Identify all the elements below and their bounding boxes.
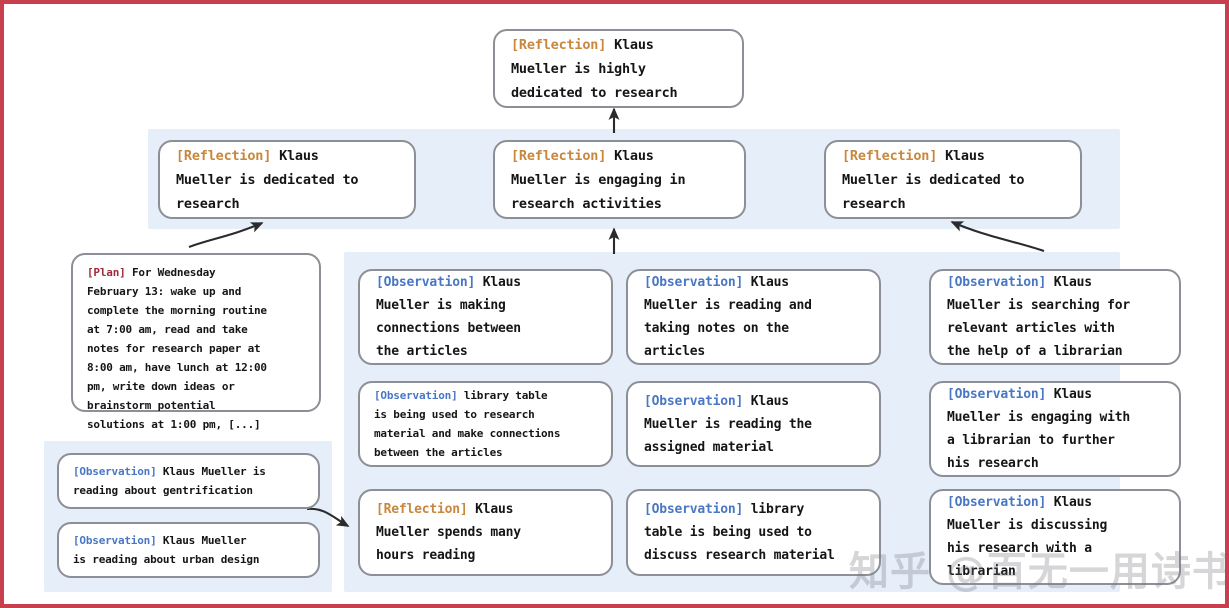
tag-reflection: [Reflection] <box>511 147 607 164</box>
node-body: Klaus Mueller is discussing his research… <box>947 495 1108 579</box>
node-body: Klaus Mueller is dedicated to research <box>176 147 359 212</box>
node-col4-observation-3[interactable]: [Observation] Klaus Mueller is discussin… <box>929 489 1181 585</box>
tag-observation: [Observation] <box>947 275 1047 290</box>
node-col4-observation-2[interactable]: [Observation] Klaus Mueller is engaging … <box>929 381 1181 477</box>
node-body: Klaus Mueller spends many hours reading <box>376 502 521 563</box>
node-mid-center-reflection[interactable]: [Reflection] Klaus Mueller is engaging i… <box>493 140 746 219</box>
node-col2-reflection[interactable]: [Reflection] Klaus Mueller spends many h… <box>358 489 613 576</box>
tag-observation: [Observation] <box>374 389 458 402</box>
node-body: Klaus Mueller is reading the assigned ma… <box>644 393 812 455</box>
node-text: [Reflection] Klaus Mueller is dedicated … <box>176 144 398 216</box>
tag-observation: [Observation] <box>947 387 1047 402</box>
node-body: library table is being used to discuss r… <box>644 502 835 563</box>
tag-observation: [Observation] <box>376 275 476 290</box>
node-body: Klaus Mueller is searching for relevant … <box>947 275 1131 359</box>
node-body: library table is being used to research … <box>374 389 561 459</box>
node-text: [Plan] For Wednesday February 13: wake u… <box>87 263 305 434</box>
node-left-observation-1[interactable]: [Observation] Klaus Mueller is reading a… <box>57 453 320 509</box>
tag-observation: [Observation] <box>73 534 157 547</box>
tag-reflection: [Reflection] <box>376 502 468 517</box>
node-text: [Observation] Klaus Mueller is engaging … <box>947 383 1163 475</box>
tag-reflection: [Reflection] <box>511 36 607 53</box>
node-body: Klaus Mueller is engaging with a librari… <box>947 387 1131 471</box>
node-body: Klaus Mueller is engaging in research ac… <box>511 147 686 212</box>
node-body: Klaus Mueller is reading about gentrific… <box>73 465 266 497</box>
tag-observation: [Observation] <box>73 465 157 478</box>
node-text: [Reflection] Klaus Mueller is engaging i… <box>511 144 728 216</box>
tag-observation: [Observation] <box>644 502 744 517</box>
node-text: [Reflection] Klaus Mueller is dedicated … <box>842 144 1064 216</box>
node-body: Klaus Mueller is highly dedicated to res… <box>511 36 678 101</box>
node-mid-left-reflection[interactable]: [Reflection] Klaus Mueller is dedicated … <box>158 140 416 219</box>
node-col3-observation-3[interactable]: [Observation] library table is being use… <box>626 489 881 576</box>
node-text: [Observation] Klaus Mueller is reading a… <box>644 271 863 363</box>
node-text: [Observation] Klaus Mueller is reading t… <box>644 390 863 459</box>
node-body: Klaus Mueller is reading and taking note… <box>644 275 812 359</box>
node-text: [Reflection] Klaus Mueller spends many h… <box>376 498 595 567</box>
tag-observation: [Observation] <box>644 275 744 290</box>
tag-reflection: [Reflection] <box>176 147 272 164</box>
node-body: For Wednesday February 13: wake up and c… <box>87 266 267 431</box>
node-text: [Observation] Klaus Mueller is making co… <box>376 271 595 363</box>
node-mid-right-reflection[interactable]: [Reflection] Klaus Mueller is dedicated … <box>824 140 1082 219</box>
node-col3-observation-2[interactable]: [Observation] Klaus Mueller is reading t… <box>626 381 881 467</box>
tag-reflection: [Reflection] <box>842 147 938 164</box>
tag-plan: [Plan] <box>87 266 126 279</box>
node-plan[interactable]: [Plan] For Wednesday February 13: wake u… <box>71 253 321 431</box>
node-root-reflection[interactable]: [Reflection] Klaus Mueller is highly ded… <box>493 29 744 108</box>
node-text: [Observation] Klaus Mueller is discussin… <box>947 491 1163 583</box>
tag-observation: [Observation] <box>644 393 744 409</box>
node-col2-observation-1[interactable]: [Observation] Klaus Mueller is making co… <box>358 269 613 365</box>
node-col3-observation-1[interactable]: [Observation] Klaus Mueller is reading a… <box>626 269 881 365</box>
node-body: Klaus Mueller is making connections betw… <box>376 275 521 359</box>
node-body: Klaus Mueller is dedicated to research <box>842 147 1025 212</box>
node-text: [Observation] Klaus Mueller is reading a… <box>73 531 304 569</box>
node-text: [Observation] Klaus Mueller is reading a… <box>73 462 304 500</box>
tag-observation: [Observation] <box>947 495 1047 510</box>
node-text: [Observation] Klaus Mueller is searching… <box>947 271 1163 363</box>
node-left-observation-2[interactable]: [Observation] Klaus Mueller is reading a… <box>57 522 320 578</box>
node-body: Klaus Mueller is reading about urban des… <box>73 534 260 566</box>
node-col2-observation-2[interactable]: [Observation] library table is being use… <box>358 381 613 467</box>
node-text: [Reflection] Klaus Mueller is highly ded… <box>511 33 726 105</box>
node-text: [Observation] library table is being use… <box>644 498 863 567</box>
node-col4-observation-1[interactable]: [Observation] Klaus Mueller is searching… <box>929 269 1181 365</box>
node-text: [Observation] library table is being use… <box>374 386 597 462</box>
